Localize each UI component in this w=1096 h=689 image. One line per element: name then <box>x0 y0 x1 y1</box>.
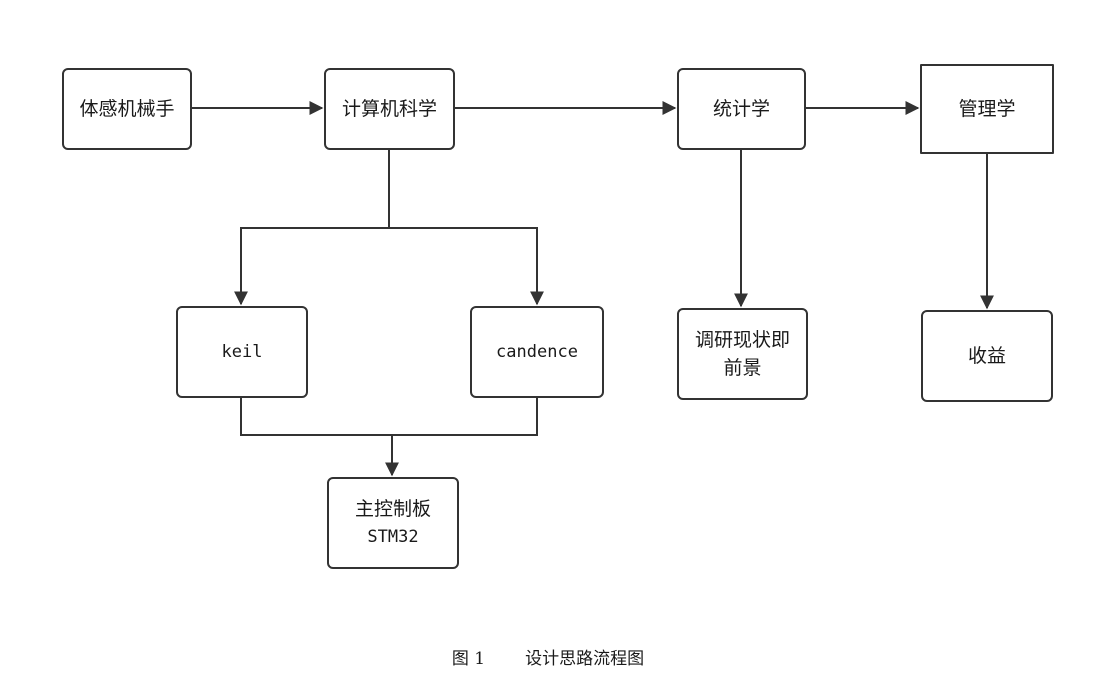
node-main-board: 主控制板 STM32 <box>327 477 459 569</box>
node-revenue-label: 收益 <box>967 345 1006 367</box>
node-revenue: 收益 <box>921 310 1053 402</box>
node-management-label: 管理学 <box>958 98 1016 120</box>
node-haptic-arm-label: 体感机械手 <box>79 98 175 120</box>
connector-cs-branch <box>234 148 390 306</box>
node-management: 管理学 <box>920 64 1054 154</box>
connector-merge-left <box>240 398 538 436</box>
node-candence-label: candence <box>496 342 578 362</box>
figure-title: 设计思路流程图 <box>525 649 645 669</box>
node-candence: candence <box>470 306 604 398</box>
node-computer-science-label: 计算机科学 <box>341 98 437 120</box>
figure-caption: 图 1 设计思路流程图 <box>0 644 1096 669</box>
figure-number: 图 1 <box>451 649 486 669</box>
node-statistics-label: 统计学 <box>712 98 770 120</box>
node-statistics: 统计学 <box>677 68 806 150</box>
node-main-board-label-line1: 主控制板 <box>354 498 431 520</box>
node-survey: 调研现状即前景 <box>677 308 808 400</box>
node-keil: keil <box>176 306 308 398</box>
connector-cs-branch-right <box>389 227 544 306</box>
node-keil-label: keil <box>221 342 263 362</box>
node-main-board-label-line2: STM32 <box>367 527 419 547</box>
node-survey-label: 调研现状即前景 <box>694 329 790 379</box>
node-haptic-arm: 体感机械手 <box>62 68 192 150</box>
node-computer-science: 计算机科学 <box>324 68 455 150</box>
